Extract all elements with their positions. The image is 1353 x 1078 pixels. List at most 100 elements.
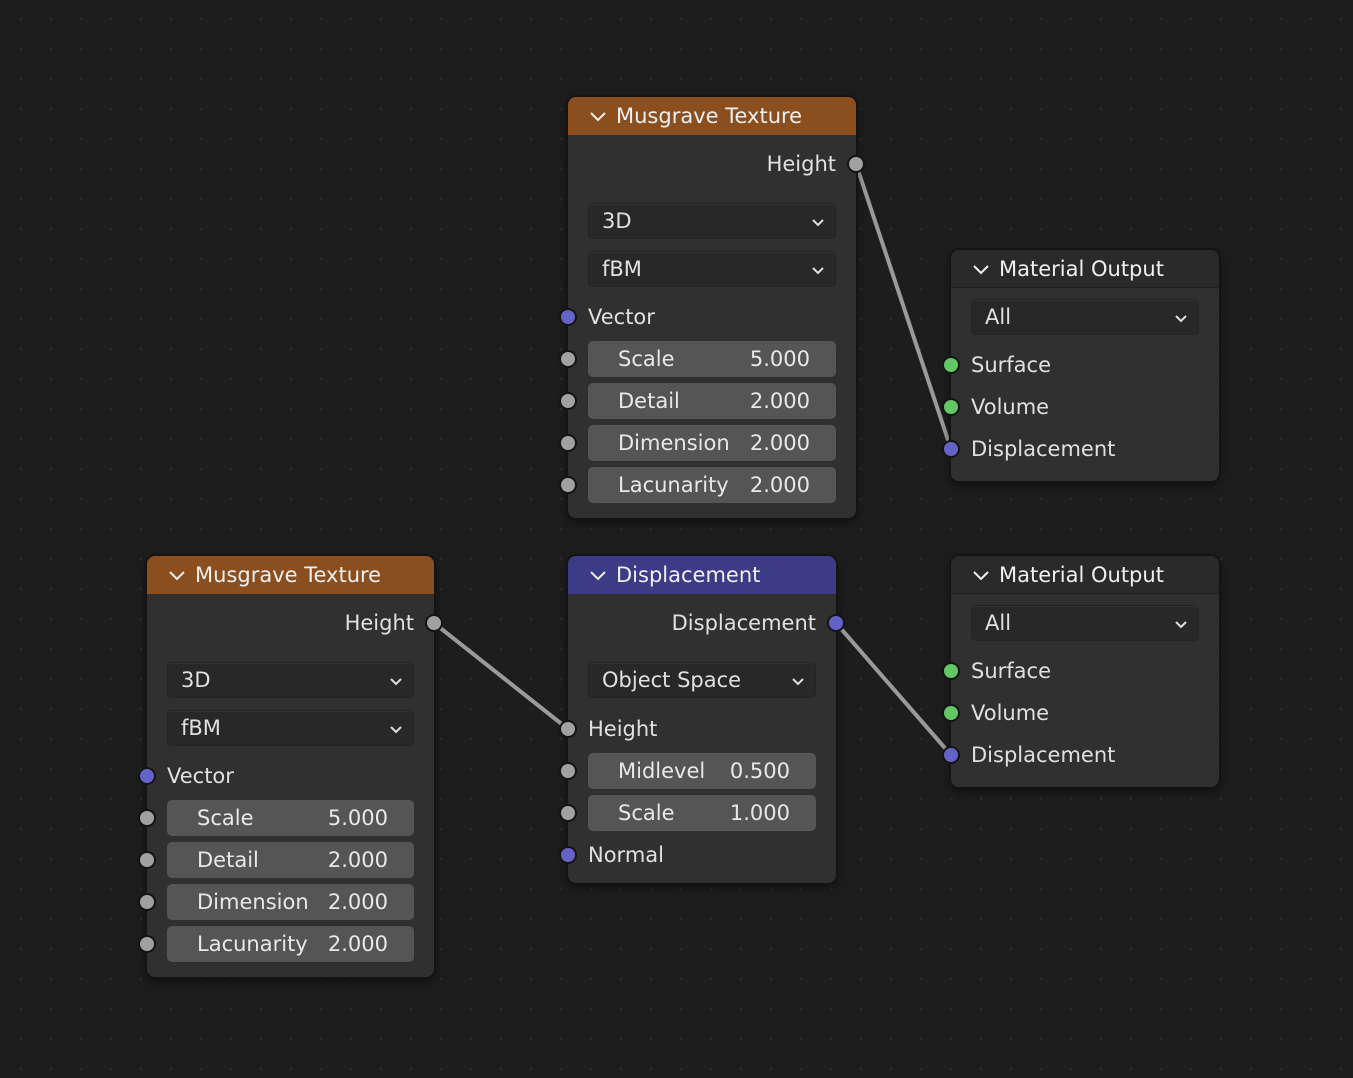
socket-input-vector[interactable] (559, 308, 577, 326)
socket-input-surface[interactable] (942, 662, 960, 680)
dimensions-dropdown[interactable]: 3D (167, 662, 414, 698)
field-value: 2.000 (749, 431, 810, 455)
socket-input-scale[interactable] (138, 809, 156, 827)
input-scale: Scale 1.000 (559, 795, 836, 831)
socket-input-scale[interactable] (559, 350, 577, 368)
material-output-node-bottom[interactable]: Material Output All Surface Volume Displ… (942, 556, 1219, 787)
socket-input-volume[interactable] (942, 398, 960, 416)
input-scale: Scale 5.000 (138, 800, 434, 836)
node-header[interactable]: Material Output (951, 556, 1219, 594)
output-height: Height (147, 605, 443, 641)
dropdown-value: 3D (602, 209, 632, 233)
dropdown-arrow-icon (1175, 315, 1187, 323)
field-value: 2.000 (327, 932, 388, 956)
socket-input-dimension[interactable] (138, 893, 156, 911)
socket-input-lacunarity[interactable] (138, 935, 156, 953)
field-label: Scale (197, 806, 254, 830)
scale-field[interactable]: Scale 5.000 (588, 341, 836, 377)
node-header[interactable]: Musgrave Texture (147, 556, 434, 594)
dropdown-arrow-icon (812, 267, 824, 275)
socket-input-displacement[interactable] (942, 440, 960, 458)
field-label: Detail (197, 848, 259, 872)
input-dimension: Dimension 2.000 (559, 425, 856, 461)
type-dropdown[interactable]: fBM (588, 251, 836, 287)
node-header[interactable]: Musgrave Texture (568, 97, 856, 135)
chevron-down-icon[interactable] (167, 565, 187, 585)
socket-input-midlevel[interactable] (559, 762, 577, 780)
socket-input-normal[interactable] (559, 846, 577, 864)
input-surface: Surface (942, 347, 1219, 383)
socket-output-displacement[interactable] (827, 614, 845, 632)
dropdown-value: fBM (602, 257, 642, 281)
chevron-down-icon[interactable] (971, 565, 991, 585)
socket-output-height[interactable] (425, 614, 443, 632)
node-header[interactable]: Displacement (568, 556, 836, 594)
dropdown-value: fBM (181, 716, 221, 740)
lacunarity-field[interactable]: Lacunarity 2.000 (167, 926, 414, 962)
socket-input-detail[interactable] (559, 392, 577, 410)
socket-input-displacement[interactable] (942, 746, 960, 764)
input-label: Volume (971, 395, 1050, 419)
input-vector: Vector (559, 299, 856, 335)
dropdown-arrow-icon (390, 678, 402, 686)
socket-input-surface[interactable] (942, 356, 960, 374)
midlevel-field[interactable]: Midlevel 0.500 (588, 753, 816, 789)
field-value: 2.000 (749, 389, 810, 413)
dropdown-arrow-icon (812, 219, 824, 227)
chevron-down-icon[interactable] (971, 259, 991, 279)
socket-input-volume[interactable] (942, 704, 960, 722)
field-label: Scale (618, 801, 675, 825)
input-normal: Normal (559, 837, 836, 873)
socket-input-lacunarity[interactable] (559, 476, 577, 494)
node-title: Musgrave Texture (616, 104, 803, 128)
displacement-node[interactable]: Displacement Displacement Object Space H… (559, 556, 845, 883)
input-detail: Detail 2.000 (138, 842, 434, 878)
dropdown-arrow-icon (390, 726, 402, 734)
node-header[interactable]: Material Output (951, 250, 1219, 288)
field-label: Detail (618, 389, 680, 413)
input-label: Normal (588, 843, 664, 867)
field-label: Lacunarity (197, 932, 308, 956)
input-midlevel: Midlevel 0.500 (559, 753, 836, 789)
socket-input-detail[interactable] (138, 851, 156, 869)
dimension-field[interactable]: Dimension 2.000 (588, 425, 836, 461)
dimensions-dropdown[interactable]: 3D (588, 203, 836, 239)
input-detail: Detail 2.000 (559, 383, 856, 419)
field-label: Dimension (618, 431, 730, 455)
dimension-field[interactable]: Dimension 2.000 (167, 884, 414, 920)
socket-input-dimension[interactable] (559, 434, 577, 452)
dropdown-value: All (985, 611, 1012, 635)
field-label: Scale (618, 347, 675, 371)
lacunarity-field[interactable]: Lacunarity 2.000 (588, 467, 836, 503)
input-volume: Volume (942, 695, 1219, 731)
input-label: Height (588, 717, 658, 741)
input-surface: Surface (942, 653, 1219, 689)
output-displacement: Displacement (568, 605, 845, 641)
musgrave-texture-node-top[interactable]: Musgrave Texture Height 3D fBM Vector Sc… (559, 97, 865, 518)
target-dropdown[interactable]: All (971, 299, 1199, 335)
socket-input-height[interactable] (559, 720, 577, 738)
musgrave-texture-node-bottom[interactable]: Musgrave Texture Height 3D fBM Vector Sc… (138, 556, 443, 977)
input-dimension: Dimension 2.000 (138, 884, 434, 920)
input-height: Height (559, 711, 836, 747)
chevron-down-icon[interactable] (588, 565, 608, 585)
input-vector: Vector (138, 758, 434, 794)
target-dropdown[interactable]: All (971, 605, 1199, 641)
dropdown-arrow-icon (1175, 621, 1187, 629)
socket-input-scale[interactable] (559, 804, 577, 822)
detail-field[interactable]: Detail 2.000 (588, 383, 836, 419)
dropdown-value: Object Space (602, 668, 742, 692)
socket-input-vector[interactable] (138, 767, 156, 785)
scale-field[interactable]: Scale 1.000 (588, 795, 816, 831)
chevron-down-icon[interactable] (588, 106, 608, 126)
field-value: 2.000 (327, 890, 388, 914)
scale-field[interactable]: Scale 5.000 (167, 800, 414, 836)
field-label: Lacunarity (618, 473, 729, 497)
detail-field[interactable]: Detail 2.000 (167, 842, 414, 878)
type-dropdown[interactable]: fBM (167, 710, 414, 746)
socket-output-height[interactable] (847, 155, 865, 173)
input-label: Displacement (971, 437, 1116, 461)
space-dropdown[interactable]: Object Space (588, 662, 816, 698)
input-lacunarity: Lacunarity 2.000 (559, 467, 856, 503)
material-output-node-top[interactable]: Material Output All Surface Volume Displ… (942, 250, 1219, 481)
